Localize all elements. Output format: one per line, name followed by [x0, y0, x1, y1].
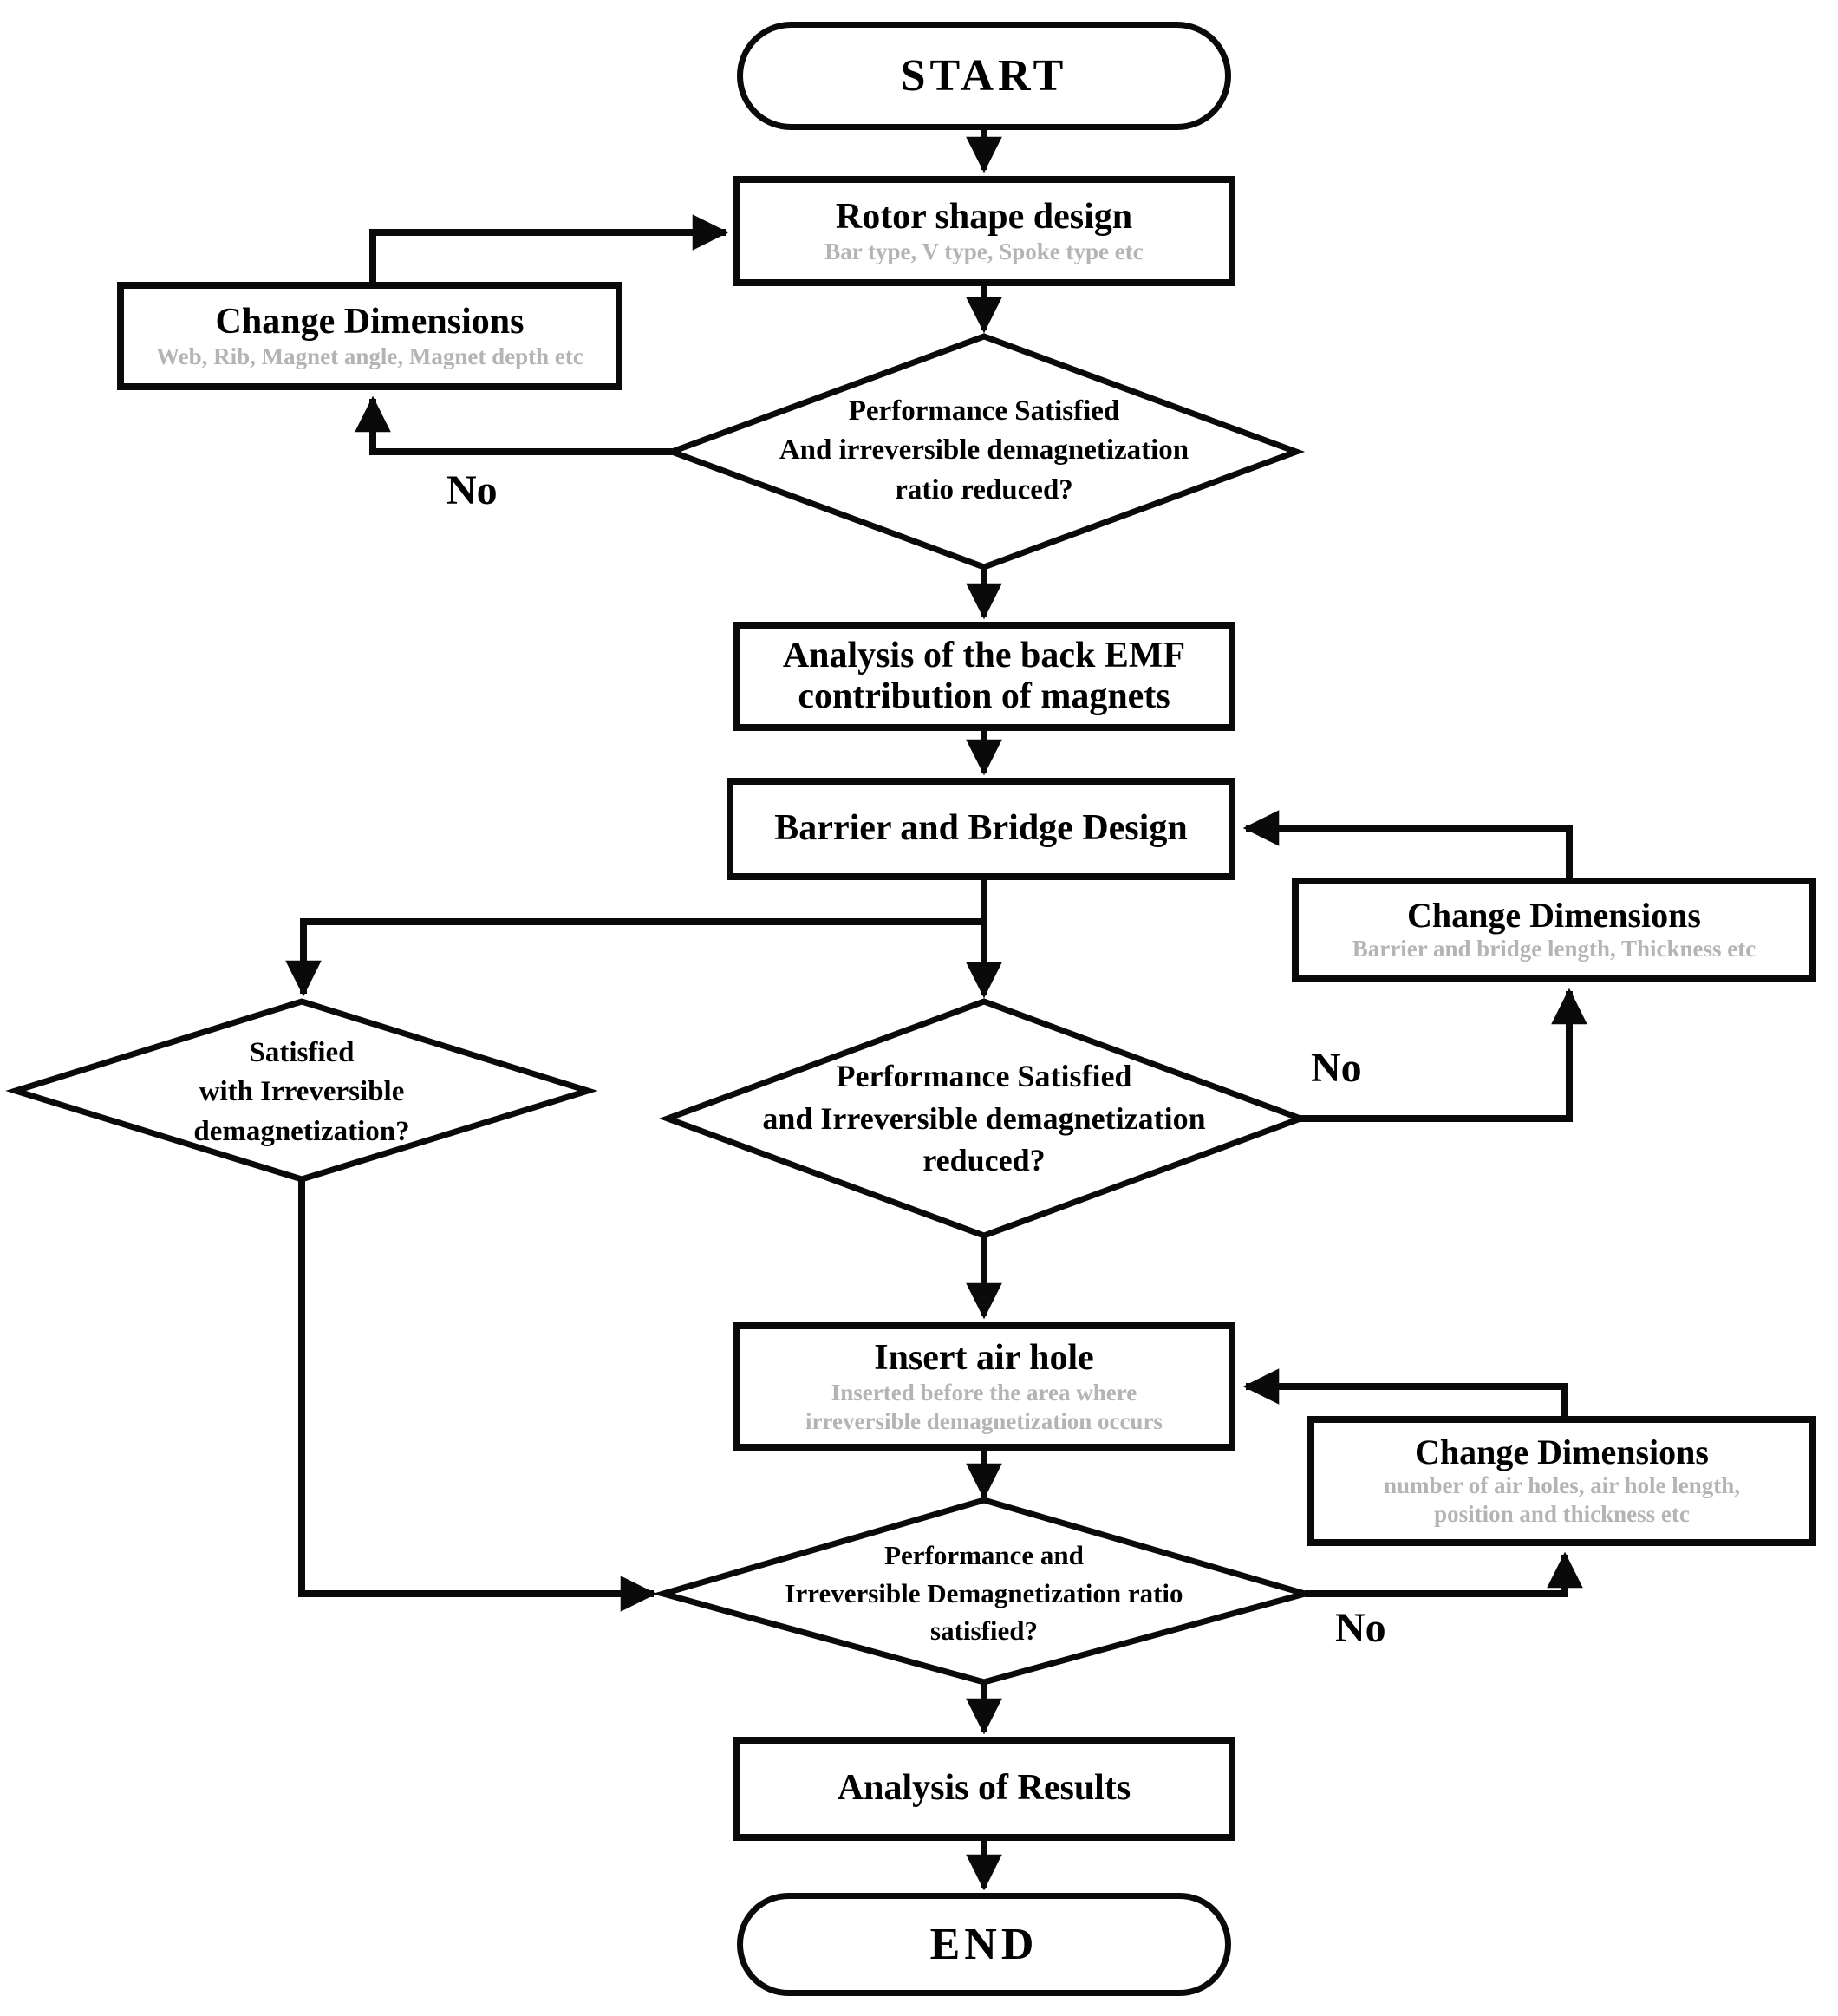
change-dim2-subtitle: Barrier and bridge length, Thickness etc	[1352, 936, 1757, 962]
decision3-line1: Performance and	[884, 1540, 1084, 1571]
barrier-bridge-design-box: Barrier and Bridge Design	[727, 778, 1235, 880]
insert-air-hole-box: Insert air hole Inserted before the area…	[733, 1322, 1235, 1451]
decision2-text: Performance Satisfied and Irreversible d…	[681, 1032, 1287, 1205]
rotor-subtitle: Bar type, V type, Spoke type etc	[824, 238, 1144, 264]
decision1-text: Performance Satisfied And irreversible d…	[689, 364, 1279, 538]
start-terminal: START	[737, 22, 1231, 130]
decision1-diamond	[662, 333, 1306, 571]
decision2-line1: Performance Satisfied	[836, 1059, 1132, 1094]
insert-air-subtitle1: Inserted before the area where	[831, 1379, 1137, 1406]
end-label: END	[929, 1920, 1039, 1969]
rotor-shape-design-box: Rotor shape design Bar type, V type, Spo…	[733, 176, 1235, 286]
left-decision-line3: demagnetization?	[193, 1115, 410, 1147]
decision3-line3: satisfied?	[930, 1615, 1038, 1647]
left-decision-diamond	[5, 998, 598, 1183]
left-decision-line2: with Irreversible	[199, 1076, 405, 1108]
edge-branch-to-left-decision	[285, 918, 987, 997]
decision1-line3: ratio reduced?	[895, 473, 1073, 506]
decision3-no-label: No	[1335, 1605, 1386, 1651]
start-label: START	[900, 51, 1068, 101]
decision2-line3: reduced?	[922, 1143, 1046, 1178]
change-dim3-title: Change Dimensions	[1415, 1432, 1709, 1471]
edge-changedim2-to-barrier	[1242, 810, 1573, 878]
decision1-no-label: No	[446, 467, 498, 513]
change-dim3-subtitle2: position and thickness etc	[1434, 1501, 1690, 1528]
left-decision-line1: Satisfied	[249, 1036, 355, 1068]
insert-air-title: Insert air hole	[874, 1337, 1094, 1378]
left-decision-text: Satisfied with Irreversible demagnetizat…	[59, 1015, 544, 1171]
decision3-text: Performance and Irreversible Demagnetiza…	[698, 1513, 1270, 1673]
decision2-no-label: No	[1311, 1045, 1362, 1091]
back-emf-analysis-box: Analysis of the back EMF contribution of…	[733, 622, 1235, 731]
back-emf-line1: Analysis of the back EMF	[782, 635, 1186, 675]
edge-decision3-no-to-changedim3	[1305, 1551, 1583, 1597]
end-terminal: END	[737, 1893, 1231, 1996]
back-emf-line2: contribution of magnets	[798, 676, 1170, 716]
edge-left-decision-to-decision3	[298, 1179, 657, 1612]
decision1-line1: Performance Satisfied	[848, 395, 1120, 427]
barrier-title: Barrier and Bridge Design	[774, 808, 1188, 849]
edge-changedim1-to-rotor	[369, 214, 729, 282]
results-title: Analysis of Results	[837, 1768, 1131, 1809]
change-dim2-title: Change Dimensions	[1407, 895, 1701, 935]
change-dimensions-box-1: Change Dimensions Web, Rib, Magnet angle…	[117, 282, 622, 390]
decision3-line2: Irreversible Demagnetization ratio	[785, 1577, 1183, 1608]
insert-air-subtitle2: irreversible demagnetization occurs	[805, 1407, 1163, 1434]
decision1-line2: And irreversible demagnetization	[779, 434, 1189, 466]
change-dim3-subtitle1: number of air holes, air hole length,	[1383, 1472, 1741, 1499]
analysis-results-box: Analysis of Results	[733, 1737, 1235, 1841]
rotor-title: Rotor shape design	[835, 196, 1133, 237]
decision2-diamond	[658, 998, 1310, 1239]
change-dimensions-box-2: Change Dimensions Barrier and bridge len…	[1292, 878, 1816, 982]
edge-decision2-no-to-changedim2	[1300, 988, 1587, 1122]
edge-decision1-no-to-changedim1	[355, 395, 672, 455]
decision2-line2: and Irreversible demagnetization	[762, 1100, 1206, 1136]
change-dim1-title: Change Dimensions	[215, 301, 525, 342]
edge-changedim3-to-insert	[1242, 1368, 1568, 1416]
change-dim1-subtitle: Web, Rib, Magnet angle, Magnet depth etc	[156, 343, 583, 369]
change-dimensions-box-3: Change Dimensions number of air holes, a…	[1307, 1416, 1816, 1546]
decision3-diamond	[652, 1497, 1316, 1686]
